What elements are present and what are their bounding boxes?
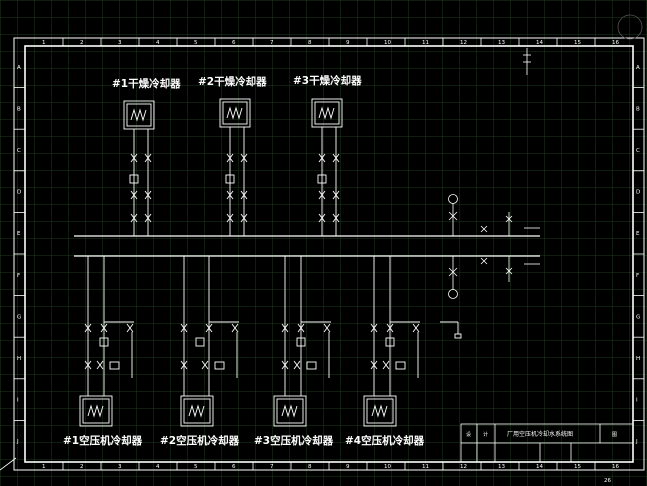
frame-row-label-right: I [636,398,638,404]
frame-row-label-right: C [636,148,640,154]
frame-ticks [14,38,644,470]
frame-row-label-left: I [17,398,19,404]
compressor-cooler-3-label: #3空压机冷却器 [254,434,334,447]
frame-row-label-left: B [17,106,21,112]
compressor-cooler-2 [180,256,239,427]
frame-row-label-right: E [636,231,640,237]
title-block [460,423,634,463]
compressor-cooler-3 [273,256,331,427]
frame-column-label-bottom: 11 [422,464,429,470]
frame-column-label-top: 10 [384,40,391,46]
frame-column-label-bottom: 5 [194,464,198,470]
frame-column-label-bottom: 4 [156,464,160,470]
frame-row-label-right: A [636,65,640,71]
compressor-cooler-1-label: #1空压机冷却器 [63,434,143,447]
compressor-cooler-2-label: #2空压机冷却器 [160,434,240,447]
compressor-cooler-group [79,256,462,427]
frame-row-label-left: E [17,231,21,237]
frame-labels: 1122334455667788991010111112121313141415… [16,40,640,470]
dryer-cooler-1-label: #1干燥冷却器 [112,77,181,90]
frame-column-label-top: 6 [232,40,236,46]
frame-row-label-right: D [636,190,640,196]
frame-column-label-top: 1 [42,40,46,46]
frame-column-label-bottom: 8 [308,464,312,470]
frame-column-label-top: 11 [422,40,429,46]
frame-column-label-top: 3 [118,40,122,46]
frame-column-label-bottom: 10 [384,464,391,470]
frame-column-label-top: 4 [156,40,160,46]
title-block-designer: 设 [466,431,471,438]
frame-column-label-bottom: 9 [346,464,350,470]
frame-column-label-bottom: 15 [574,464,581,470]
frame-column-label-bottom: 14 [536,464,543,470]
page-number: 26 [604,478,611,484]
compressor-cooler-4-label: #4空压机冷却器 [345,434,425,447]
frame-column-label-bottom: 12 [460,464,467,470]
frame-row-label-left: C [17,148,21,154]
frame-column-label-bottom: 16 [612,464,619,470]
frame-row-label-left: A [17,65,21,71]
frame-column-label-top: 7 [270,40,274,46]
frame-row-label-left: G [17,314,21,320]
frame-row-label-right: G [636,314,640,320]
frame-row-label-left: F [17,273,20,279]
frame-column-label-top: 14 [536,40,543,46]
header-valves [448,194,540,299]
frame-row-label-left: D [17,190,21,196]
frame-column-label-top: 8 [308,40,312,46]
frame-row-label-right: H [636,356,640,362]
frame-column-label-top: 2 [80,40,84,46]
frame-column-label-top: 5 [194,40,198,46]
dryer-cooler-1 [123,100,155,236]
frame-column-label-top: 9 [346,40,350,46]
corner-annotations [0,14,643,471]
frame-row-label-right: J [635,439,638,445]
frame-column-label-top: 16 [612,40,619,46]
frame-column-label-top: 13 [498,40,505,46]
title-block-checker: 计 [483,431,488,438]
compressor-cooler-1 [79,256,134,427]
dryer-cooler-2 [219,98,251,236]
dryer-cooler-2-label: #2干燥冷却器 [198,75,267,88]
frame-column-label-bottom: 7 [270,464,274,470]
frame-column-label-bottom: 1 [42,464,46,470]
frame-column-label-bottom: 6 [232,464,236,470]
frame-row-label-right: B [636,106,640,112]
frame-column-label-bottom: 3 [118,464,122,470]
frame-column-label-top: 12 [460,40,467,46]
frame-row-label-left: J [16,439,19,445]
drawing-title: 厂用空压机冷却水系统图 [507,430,573,438]
sheet-label: 图 [612,432,617,438]
frame-column-label-top: 15 [574,40,581,46]
dryer-cooler-group [123,98,343,236]
dryer-cooler-3-label: #3干燥冷却器 [293,74,362,87]
dryer-cooler-3 [311,98,343,236]
frame-column-label-bottom: 2 [80,464,84,470]
compressor-cooler-4 [363,256,420,427]
frame-row-label-right: F [636,273,639,279]
frame-column-label-bottom: 13 [498,464,505,470]
frame-row-label-left: H [17,356,21,362]
